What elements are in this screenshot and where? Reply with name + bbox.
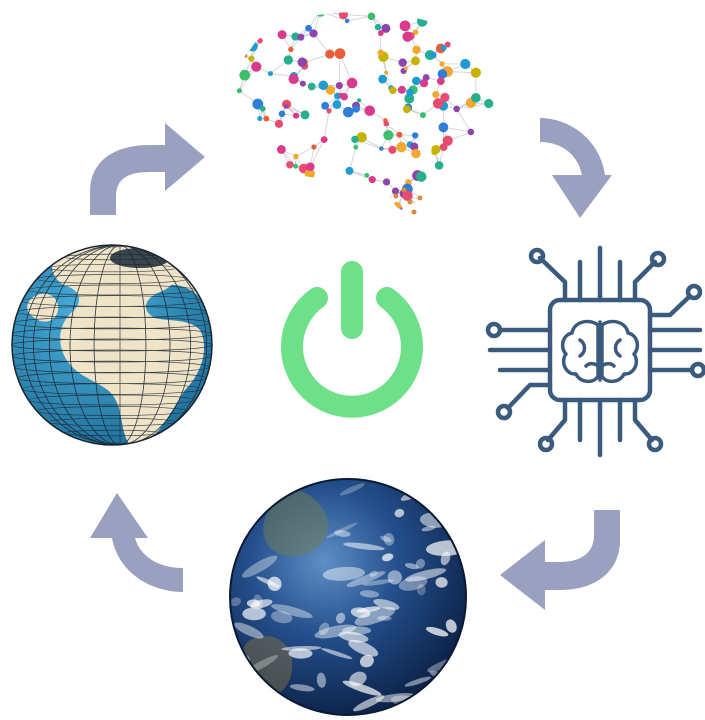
arrow-top-left [90, 123, 205, 215]
gridded-globe-icon [11, 244, 213, 446]
arrow-bottom-left [90, 493, 183, 592]
ai-chip-icon [485, 245, 705, 458]
earth-photo-icon [229, 478, 467, 716]
cycle-arrows [90, 118, 620, 610]
arrow-bottom-right [500, 510, 620, 610]
power-icon [281, 261, 423, 418]
brain-network-icon [236, 12, 494, 215]
arrow-top-right [540, 118, 612, 218]
